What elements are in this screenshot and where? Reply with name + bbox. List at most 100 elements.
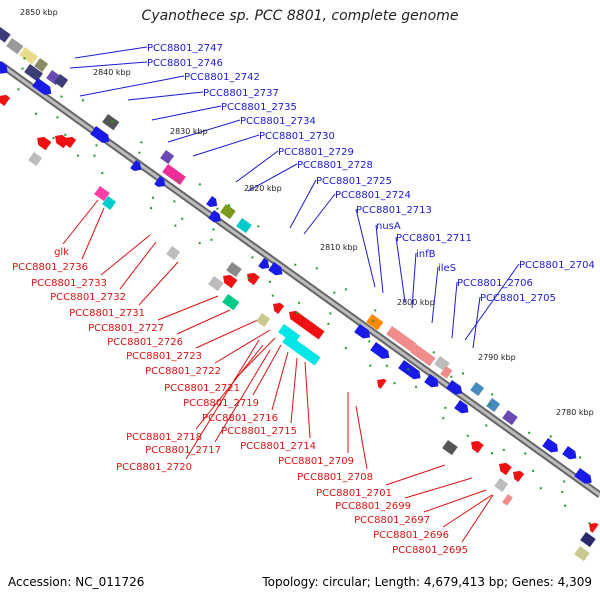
gene-box[interactable] — [226, 262, 242, 278]
gene-glyph[interactable] — [494, 478, 509, 492]
gene-label-forward[interactable]: PCC8801_2705 — [480, 293, 556, 304]
gene-label-forward[interactable]: ileS — [438, 263, 456, 274]
gene-glyph[interactable] — [19, 47, 38, 65]
reverse-gene-arrow[interactable] — [270, 300, 285, 314]
gene-box[interactable] — [236, 218, 252, 234]
gene-label-reverse[interactable]: PCC8801_2715 — [221, 426, 297, 437]
gene-box[interactable] — [94, 186, 110, 202]
gene-label-forward[interactable]: PCC8801_2711 — [396, 233, 472, 244]
gene-glyph[interactable] — [270, 300, 285, 314]
forward-gene-arrow[interactable] — [424, 374, 441, 390]
gene-glyph[interactable] — [542, 438, 561, 455]
gene-label-reverse[interactable]: PCC8801_2695 — [392, 545, 468, 556]
gene-label-forward[interactable]: PCC8801_2747 — [147, 43, 223, 54]
gene-box[interactable] — [6, 38, 24, 55]
gene-glyph[interactable] — [502, 410, 518, 426]
gene-glyph[interactable] — [32, 78, 54, 98]
forward-gene-arrow[interactable] — [454, 400, 471, 416]
gene-label-forward[interactable]: PCC8801_2724 — [335, 190, 411, 201]
gene-label-reverse[interactable]: PCC8801_2723 — [126, 351, 202, 362]
forward-gene-arrow[interactable] — [398, 360, 423, 382]
gene-box[interactable] — [366, 314, 384, 331]
gene-box[interactable] — [502, 410, 518, 426]
forward-gene-arrow[interactable] — [370, 342, 392, 362]
gene-box[interactable] — [28, 152, 43, 166]
gene-glyph[interactable] — [244, 270, 260, 286]
gene-label-reverse[interactable]: PCC8801_2701 — [316, 488, 392, 499]
gene-glyph[interactable] — [0, 58, 11, 77]
reverse-gene-arrow[interactable] — [220, 272, 238, 289]
gene-glyph[interactable] — [34, 58, 49, 72]
gene-glyph[interactable] — [442, 440, 458, 456]
gene-glyph[interactable] — [386, 326, 417, 352]
gene-glyph[interactable] — [398, 360, 423, 382]
gene-glyph[interactable] — [286, 308, 325, 340]
reverse-gene-arrow[interactable] — [34, 134, 52, 151]
forward-gene-arrow[interactable] — [562, 446, 579, 462]
gene-label-reverse[interactable]: PCC8801_2720 — [116, 462, 192, 473]
gene-label-forward[interactable]: PCC8801_2728 — [297, 160, 373, 171]
gene-label-reverse[interactable]: PCC8801_2733 — [31, 278, 107, 289]
reverse-gene-arrow[interactable] — [244, 270, 260, 286]
gene-glyph[interactable] — [0, 24, 11, 43]
gene-label-forward[interactable]: PCC8801_2737 — [203, 88, 279, 99]
gene-glyph[interactable] — [236, 218, 252, 234]
gene-box[interactable] — [278, 324, 301, 344]
gene-glyph[interactable] — [206, 196, 220, 210]
forward-gene-arrow[interactable] — [0, 58, 11, 77]
gene-label-forward[interactable]: PCC8801_2713 — [356, 205, 432, 216]
gene-glyph[interactable] — [374, 376, 387, 389]
gene-box[interactable] — [502, 494, 513, 506]
gene-glyph[interactable] — [258, 258, 272, 272]
gene-glyph[interactable] — [0, 92, 11, 106]
gene-glyph[interactable] — [24, 64, 43, 82]
gene-box[interactable] — [166, 246, 181, 260]
gene-box[interactable] — [470, 382, 485, 396]
gene-glyph[interactable] — [160, 150, 175, 164]
gene-label-reverse[interactable]: PCC8801_2699 — [335, 501, 411, 512]
reverse-gene-arrow[interactable] — [374, 376, 387, 389]
gene-box[interactable] — [102, 196, 117, 210]
gene-glyph[interactable] — [62, 134, 77, 148]
gene-glyph[interactable] — [166, 246, 181, 260]
gene-box[interactable] — [220, 204, 236, 220]
gene-box[interactable] — [440, 366, 453, 379]
gene-label-reverse[interactable]: PCC8801_2697 — [354, 515, 430, 526]
reverse-gene-arrow[interactable] — [468, 438, 484, 454]
gene-glyph[interactable] — [574, 468, 594, 487]
gene-label-reverse[interactable]: PCC8801_2709 — [278, 456, 354, 467]
gene-label-forward[interactable]: PCC8801_2742 — [184, 72, 260, 83]
gene-glyph[interactable] — [580, 532, 596, 548]
gene-glyph[interactable] — [54, 74, 69, 88]
forward-gene-arrow[interactable] — [206, 196, 220, 210]
gene-glyph[interactable] — [424, 374, 441, 390]
gene-glyph[interactable] — [562, 446, 579, 462]
reverse-gene-arrow[interactable] — [62, 134, 77, 148]
reverse-gene-arrow[interactable] — [286, 308, 325, 340]
gene-glyph[interactable] — [410, 344, 436, 367]
gene-label-reverse[interactable]: PCC8801_2732 — [50, 292, 126, 303]
gene-glyph[interactable] — [586, 520, 599, 533]
gene-glyph[interactable] — [470, 382, 485, 396]
gene-glyph[interactable] — [102, 114, 120, 131]
gene-box[interactable] — [222, 294, 240, 311]
gene-glyph[interactable] — [468, 438, 484, 454]
gene-box[interactable] — [19, 47, 38, 65]
gene-label-forward[interactable]: nusA — [376, 221, 401, 232]
gene-glyph[interactable] — [130, 160, 144, 174]
gene-box[interactable] — [386, 326, 417, 352]
reverse-gene-arrow[interactable] — [0, 92, 11, 106]
gene-box[interactable] — [442, 440, 458, 456]
gene-label-reverse[interactable]: PCC8801_2736 — [12, 262, 88, 273]
forward-gene-arrow[interactable] — [130, 160, 144, 174]
gene-label-reverse[interactable]: PCC8801_2717 — [145, 445, 221, 456]
gene-glyph[interactable] — [208, 276, 224, 292]
gene-box[interactable] — [24, 64, 43, 82]
gene-label-reverse[interactable]: glk — [54, 247, 69, 258]
gene-glyph[interactable] — [454, 400, 471, 416]
gene-glyph[interactable] — [220, 272, 238, 289]
forward-gene-arrow[interactable] — [258, 258, 272, 272]
reverse-gene-arrow[interactable] — [586, 520, 599, 533]
gene-glyph[interactable] — [574, 546, 590, 562]
gene-glyph[interactable] — [366, 314, 384, 331]
